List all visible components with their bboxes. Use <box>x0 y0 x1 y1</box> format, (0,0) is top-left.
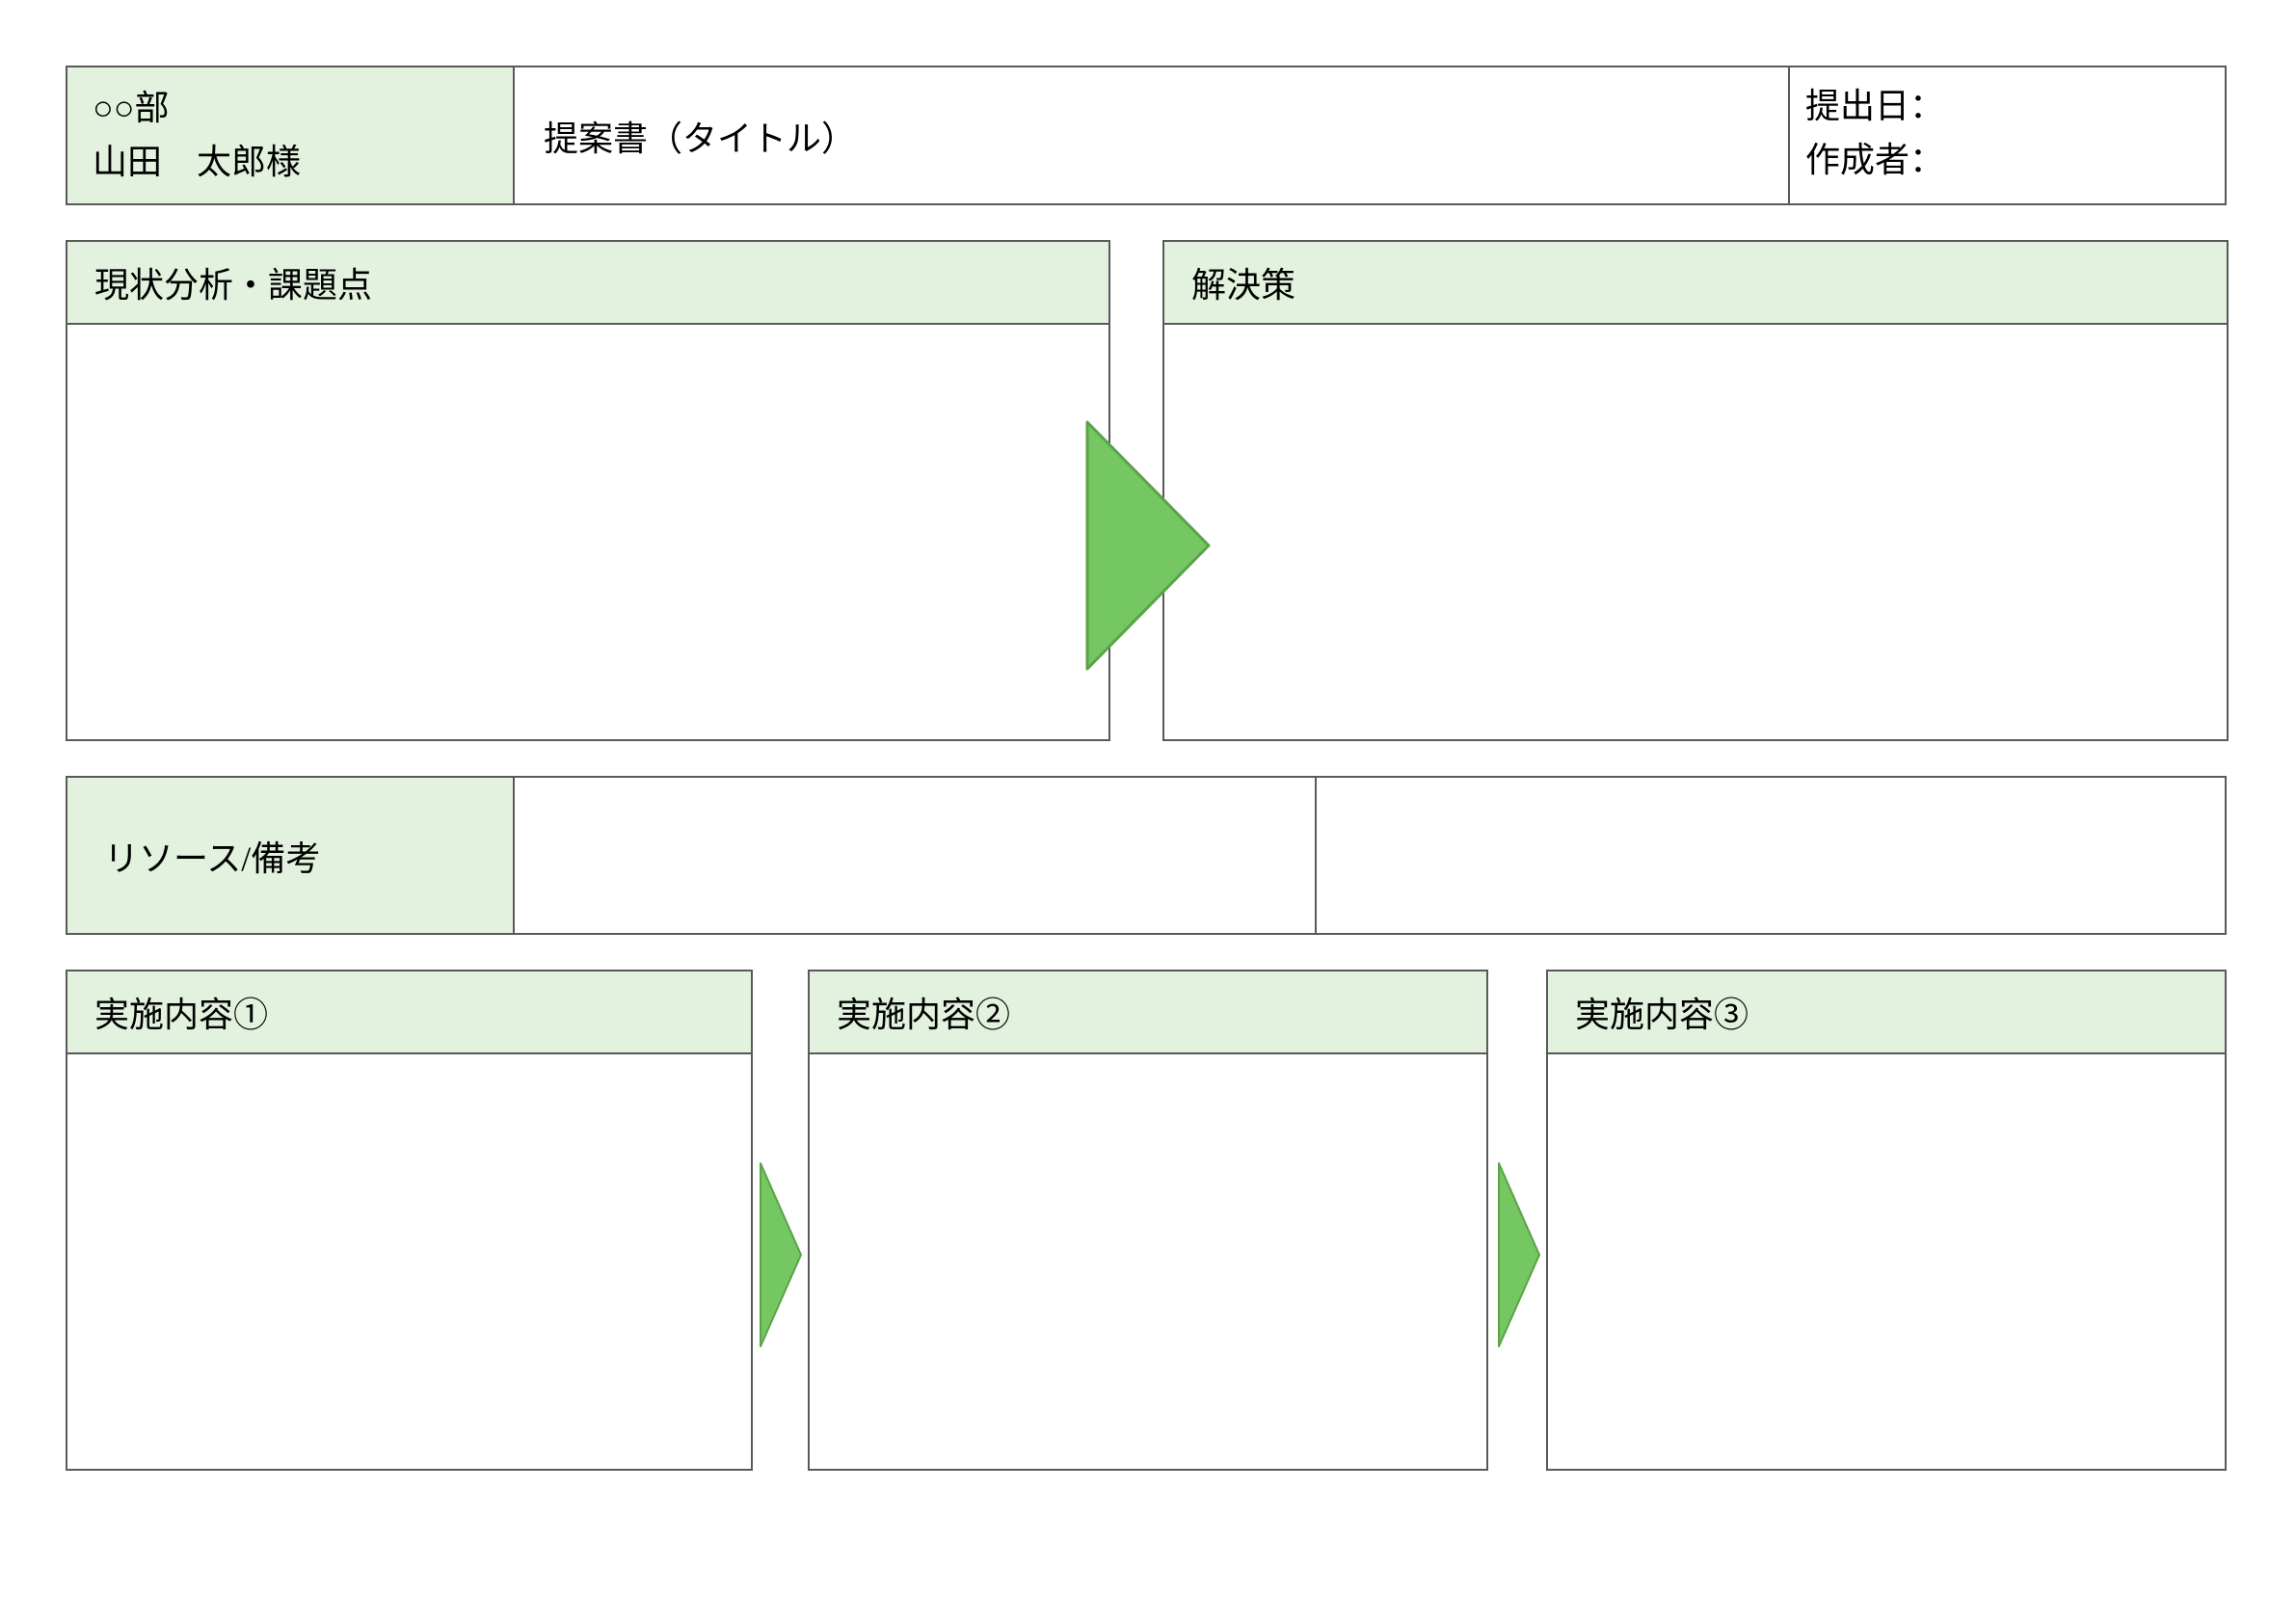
action-panel-2: 実施内容② <box>808 970 1488 1471</box>
author-label: 作成者： <box>1805 141 1945 179</box>
meta-cell[interactable]: 提出日： 作成者： <box>1788 67 2225 203</box>
solution-panel-title: 解決策 <box>1191 266 1296 305</box>
action-panel-1-title: 実施内容① <box>94 996 269 1034</box>
header-row: ○○部 山田 太郎様 提案書（タイトル） 提出日： 作成者： <box>66 66 2227 205</box>
resources-label-cell: リソース/備考 <box>67 778 513 933</box>
action-panel-2-body[interactable] <box>810 1054 1486 1469</box>
action-panel-2-title: 実施内容② <box>837 996 1011 1034</box>
action-panel-3-body[interactable] <box>1548 1054 2225 1469</box>
flow-arrow-icon <box>1085 420 1211 671</box>
resources-note-cell-1[interactable] <box>513 778 1315 933</box>
analysis-panel-header: 現状分析・課題点 <box>67 242 1108 325</box>
analysis-panel: 現状分析・課題点 <box>66 240 1110 741</box>
solution-panel: 解決策 <box>1162 240 2229 741</box>
recipient-cell[interactable]: ○○部 山田 太郎様 <box>67 67 513 203</box>
solution-panel-body[interactable] <box>1164 325 2227 739</box>
action-panel-3-title: 実施内容③ <box>1575 996 1749 1034</box>
solution-panel-header: 解決策 <box>1164 242 2227 325</box>
action-panel-3: 実施内容③ <box>1546 970 2227 1471</box>
document-title: 提案書（タイトル） <box>544 119 857 158</box>
flow-arrow-icon <box>760 1162 802 1347</box>
flow-arrow-icon <box>1498 1162 1540 1347</box>
recipient-name: 山田 太郎様 <box>93 143 302 181</box>
action-panel-1: 実施内容① <box>66 970 753 1471</box>
action-panel-3-header: 実施内容③ <box>1548 971 2225 1054</box>
document-title-cell[interactable]: 提案書（タイトル） <box>513 67 1788 203</box>
analysis-panel-body[interactable] <box>67 325 1108 739</box>
action-panel-2-header: 実施内容② <box>810 971 1486 1054</box>
action-panel-1-body[interactable] <box>67 1054 751 1469</box>
submit-date-label: 提出日： <box>1805 87 1945 125</box>
resources-note-cell-2[interactable] <box>1315 778 2225 933</box>
action-panel-1-header: 実施内容① <box>67 971 751 1054</box>
analysis-panel-title: 現状分析・課題点 <box>94 266 373 305</box>
recipient-department: ○○部 <box>93 89 170 127</box>
resources-label: リソース/備考 <box>104 838 321 878</box>
resources-row: リソース/備考 <box>66 776 2227 935</box>
